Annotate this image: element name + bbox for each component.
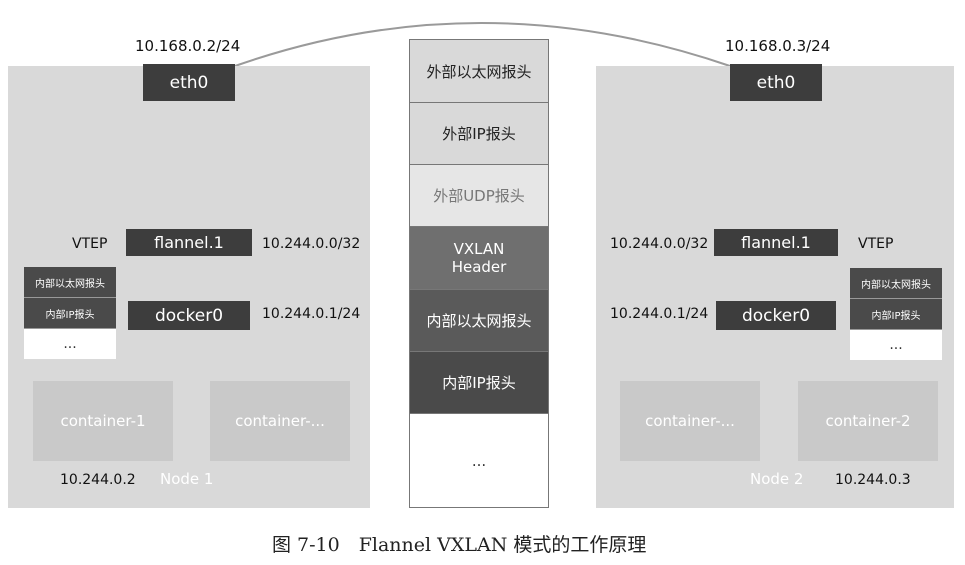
node2-flannel[interactable]: flannel.1 [714,229,838,256]
packet-stack: 外部以太网报头 外部IP报头 外部UDP报头 VXLAN Header 内部以太… [409,39,549,508]
node2-vtep-stack: 内部以太网报头 内部IP报头 ... [850,268,942,360]
node1-vtep-stack-item: 内部IP报头 [24,298,116,329]
node1-vtep-label: VTEP [72,236,108,252]
node1-vtep-stack-item: ... [24,329,116,359]
node2-vtep-stack-item: ... [850,330,942,360]
node1-container-1[interactable]: container-1 [33,381,173,461]
node2-container-1[interactable]: container-... [620,381,760,461]
node1-docker0[interactable]: docker0 [128,301,250,330]
eth0-link-arc [234,22,731,67]
figure-caption: 图 7-10 Flannel VXLAN 模式的工作原理 [272,534,647,556]
node1-name: Node 1 [160,470,214,488]
node2-eth0-ip: 10.168.0.3/24 [725,37,831,55]
node2-container-2[interactable]: container-2 [798,381,938,461]
node2-vtep-stack-item: 内部以太网报头 [850,268,942,299]
packet-outer-ip: 外部IP报头 [410,103,548,165]
node2-container-ip: 10.244.0.3 [835,472,911,488]
packet-outer-udp: 外部UDP报头 [410,165,548,227]
node1-docker-ip: 10.244.0.1/24 [262,306,361,322]
node2-vtep-stack-item: 内部IP报头 [850,299,942,330]
node2-vtep-label: VTEP [858,236,894,252]
packet-vxlan-header: VXLAN Header [410,227,548,290]
node1-eth0-ip: 10.168.0.2/24 [135,37,241,55]
node1-container-2[interactable]: container-... [210,381,350,461]
packet-ellipsis: ... [410,414,548,507]
node1-flannel[interactable]: flannel.1 [126,229,252,256]
node2-docker0[interactable]: docker0 [716,301,836,330]
packet-outer-ethernet: 外部以太网报头 [410,40,548,103]
node1-vtep-stack-item: 内部以太网报头 [24,267,116,298]
packet-inner-ethernet: 内部以太网报头 [410,290,548,352]
node2-flannel-ip: 10.244.0.0/32 [610,236,709,252]
node1-container-ip: 10.244.0.2 [60,472,136,488]
node1-vtep-stack: 内部以太网报头 内部IP报头 ... [24,267,116,359]
node1-eth0[interactable]: eth0 [143,64,235,101]
node1-flannel-ip: 10.244.0.0/32 [262,236,361,252]
node2-docker-ip: 10.244.0.1/24 [610,306,709,322]
node2-eth0[interactable]: eth0 [730,64,822,101]
node2-name: Node 2 [750,470,804,488]
packet-inner-ip: 内部IP报头 [410,352,548,414]
